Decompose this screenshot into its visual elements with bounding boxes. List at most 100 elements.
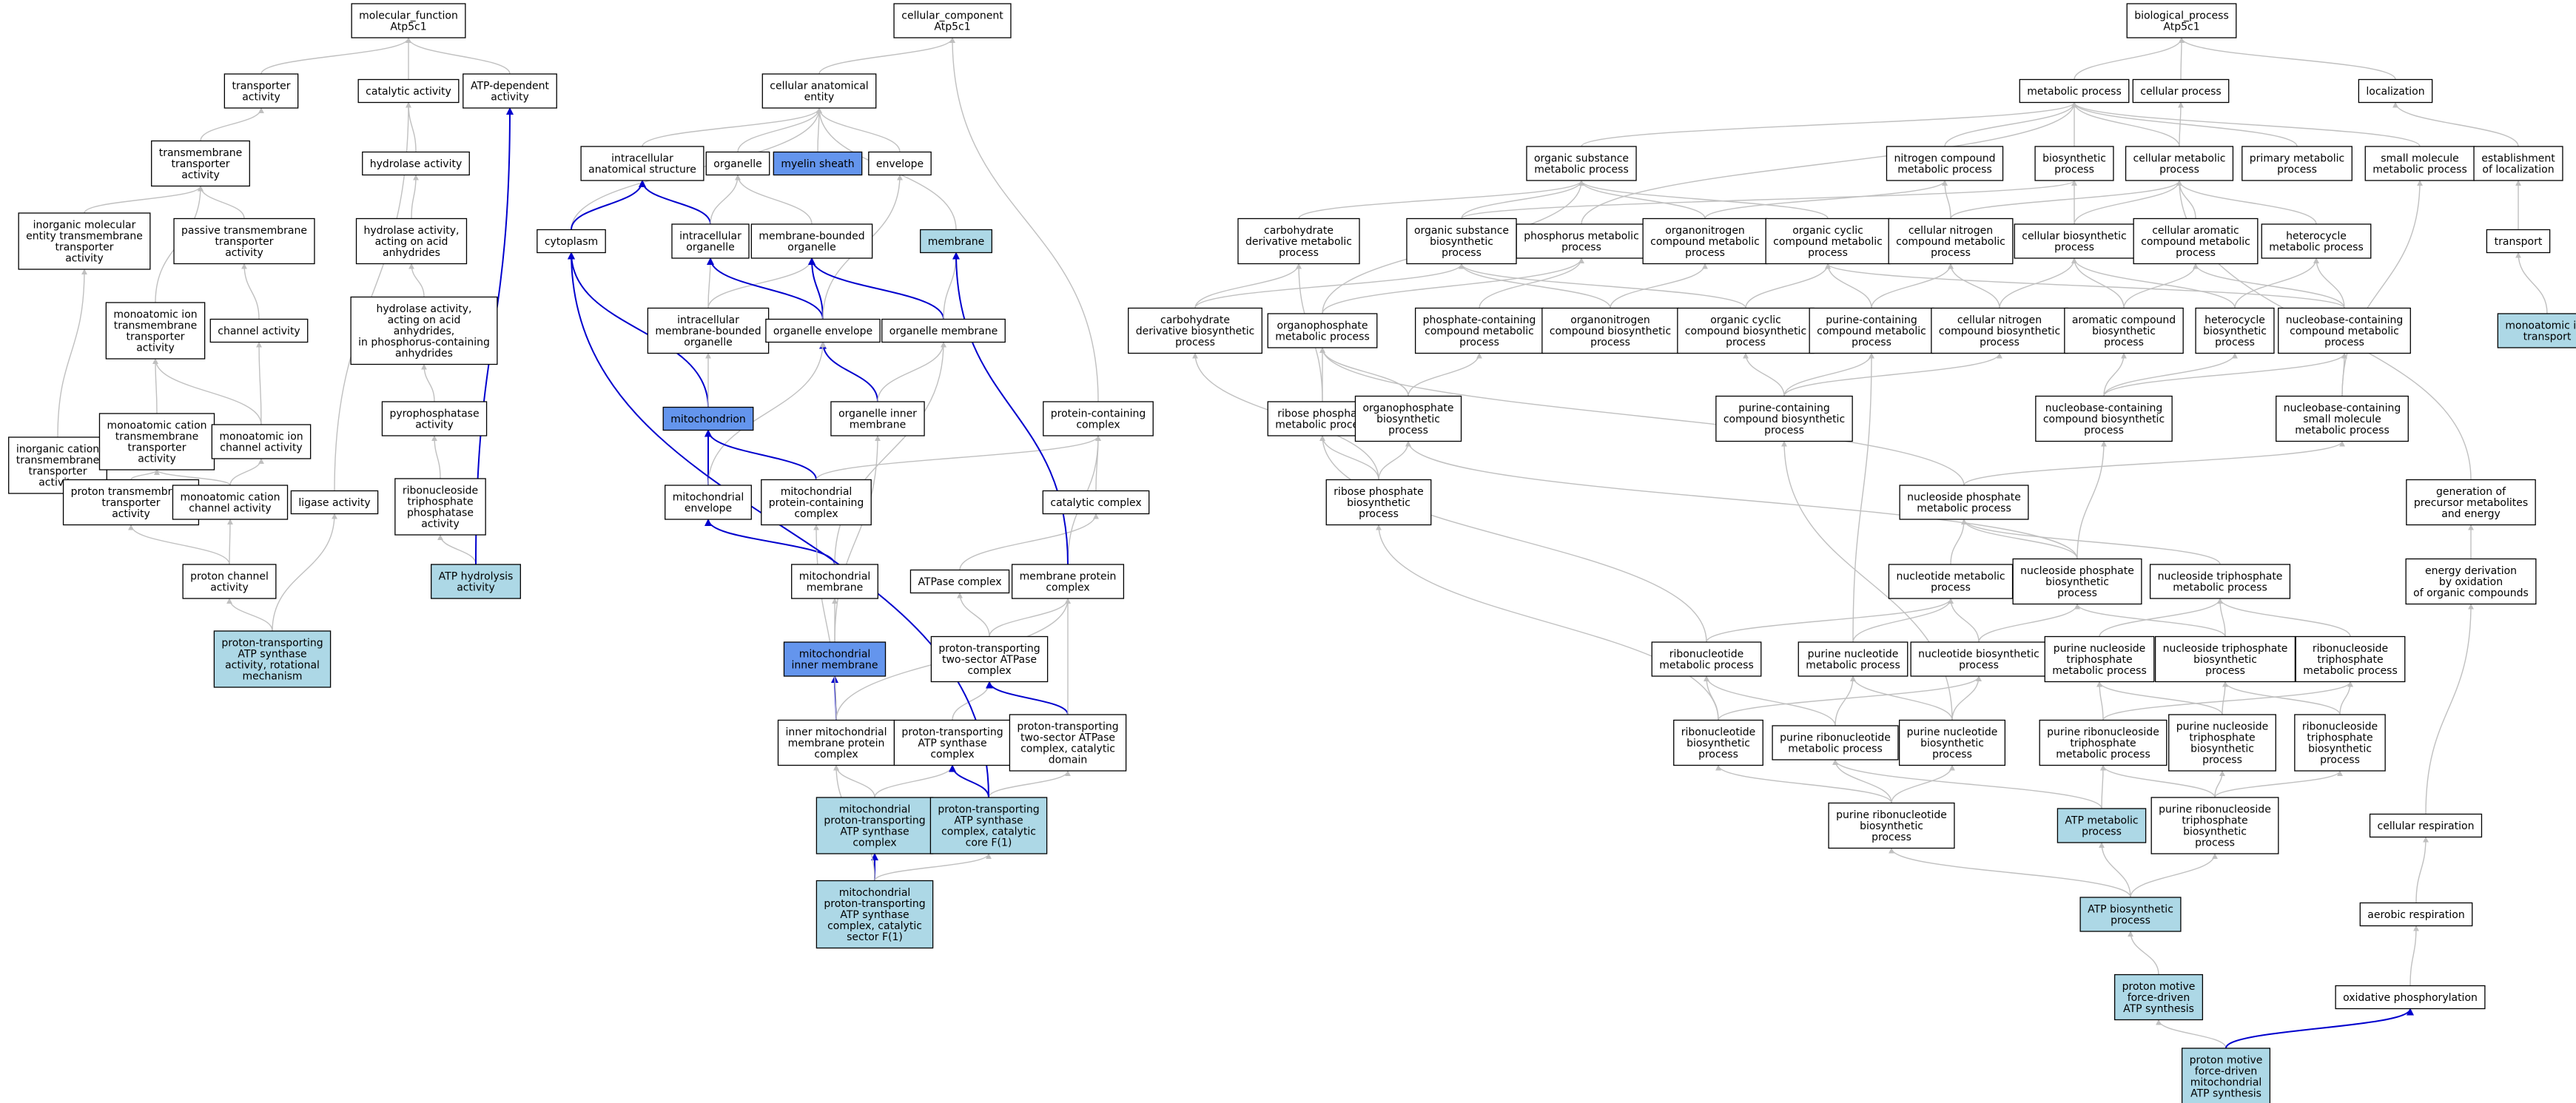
go-term-node-aerobic-resp[interactable]: aerobic respiration: [2359, 902, 2473, 927]
go-term-node-metabolic[interactable]: metabolic process: [2019, 78, 2130, 104]
go-term-node-cell-respiration[interactable]: cellular respiration: [2369, 813, 2483, 838]
go-term-node-organelle[interactable]: organelle: [705, 151, 770, 176]
go-term-node-ligase-act[interactable]: ligase activity: [290, 490, 379, 515]
go-term-node-mitochondrion[interactable]: mitochondrion: [662, 406, 754, 431]
go-term-node-channel-act[interactable]: channel activity: [209, 318, 309, 343]
go-term-node-transport[interactable]: transport: [2486, 229, 2551, 254]
go-term-node-org-envelope[interactable]: organelle envelope: [765, 318, 881, 343]
go-term-node-atpase-complex[interactable]: ATPase complex: [909, 569, 1010, 594]
go-term-node-envelope[interactable]: envelope: [868, 151, 932, 176]
go-term-node-catalytic-act[interactable]: catalytic activity: [357, 78, 460, 104]
go-term-node-monoatomic-ion-transport[interactable]: monoatomic iontransport: [2497, 313, 2576, 348]
go-term-node-catalytic-complex[interactable]: catalytic complex: [1042, 490, 1150, 515]
go-term-node-membrane[interactable]: membrane: [920, 229, 992, 254]
go-term-node-myelin[interactable]: myelin sheath: [773, 151, 863, 176]
go-term-node-cellular-process[interactable]: cellular process: [2132, 78, 2230, 104]
go-term-node-hydrolase-act[interactable]: hydrolase activity: [362, 151, 470, 176]
